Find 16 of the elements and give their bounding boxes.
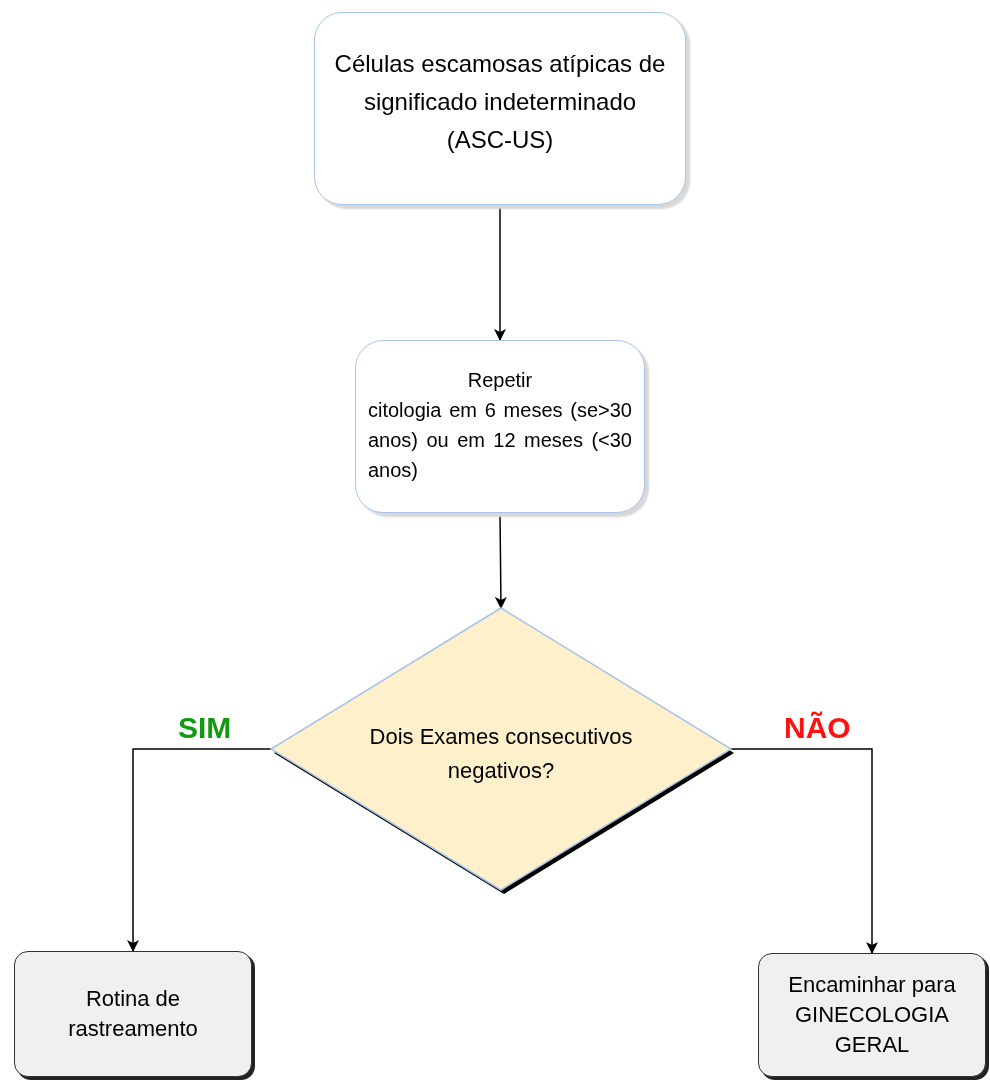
box-text: GINECOLOGIA GERAL [793, 1001, 950, 1059]
arrow [730, 748, 878, 954]
box-text: Encaminhar para [788, 971, 956, 999]
box-text: Repetir [467, 368, 533, 393]
box-text: citologia em 6 meses (se>30 anos) ou em 12 meses (<30 anos) [368, 398, 632, 483]
process-box [14, 951, 252, 1077]
process-box [355, 340, 645, 513]
arrow [127, 748, 272, 952]
arrow [494, 512, 507, 609]
arrow [494, 204, 506, 341]
box-text: Células escamosas atípicas de significado indeterminado (ASC-US) [333, 49, 667, 155]
box-text: Rotina de rastreamento [67, 985, 199, 1043]
edge-label: NÃO [784, 710, 851, 746]
process-box [314, 12, 686, 205]
edge-label: SIM [178, 710, 232, 746]
process-box [758, 953, 986, 1077]
